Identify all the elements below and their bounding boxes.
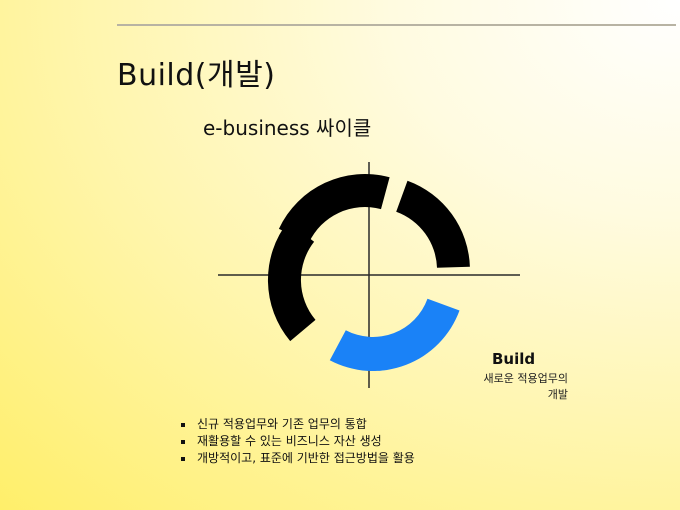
top-divider	[117, 24, 676, 26]
bullet-icon	[181, 440, 185, 444]
bullet-text: 신규 적용업무와 기존 업무의 통합	[197, 417, 367, 431]
cycle-segment-top-left	[278, 173, 390, 243]
bullet-text: 개방적이고, 표준에 기반한 접근방법을 활용	[197, 451, 415, 465]
bullet-icon	[181, 423, 185, 427]
cycle-segment-bottom-left	[267, 221, 316, 342]
bullet-item: 개방적이고, 표준에 기반한 접근방법을 활용	[181, 450, 415, 467]
cycle-segment-build	[329, 298, 460, 372]
cycle-segments	[267, 173, 470, 372]
bullet-item: 신규 적용업무와 기존 업무의 통합	[181, 416, 415, 433]
build-description-line1: 새로운 적용업무의	[483, 372, 568, 385]
cycle-segment-top-right	[396, 180, 470, 268]
build-callout-label: Build	[492, 350, 536, 368]
build-callout-description: 새로운 적용업무의 개발	[452, 371, 568, 403]
build-description-line2: 개발	[547, 388, 568, 401]
bullet-icon	[181, 457, 185, 461]
bullet-item: 재활용할 수 있는 비즈니스 자산 생성	[181, 433, 415, 450]
slide-title: Build(개발)	[117, 58, 276, 93]
bullet-text: 재활용할 수 있는 비즈니스 자산 생성	[197, 434, 382, 448]
bullet-list: 신규 적용업무와 기존 업무의 통합 재활용할 수 있는 비즈니스 자산 생성 …	[181, 416, 415, 467]
diagram-title: e-business 싸이클	[203, 116, 372, 140]
